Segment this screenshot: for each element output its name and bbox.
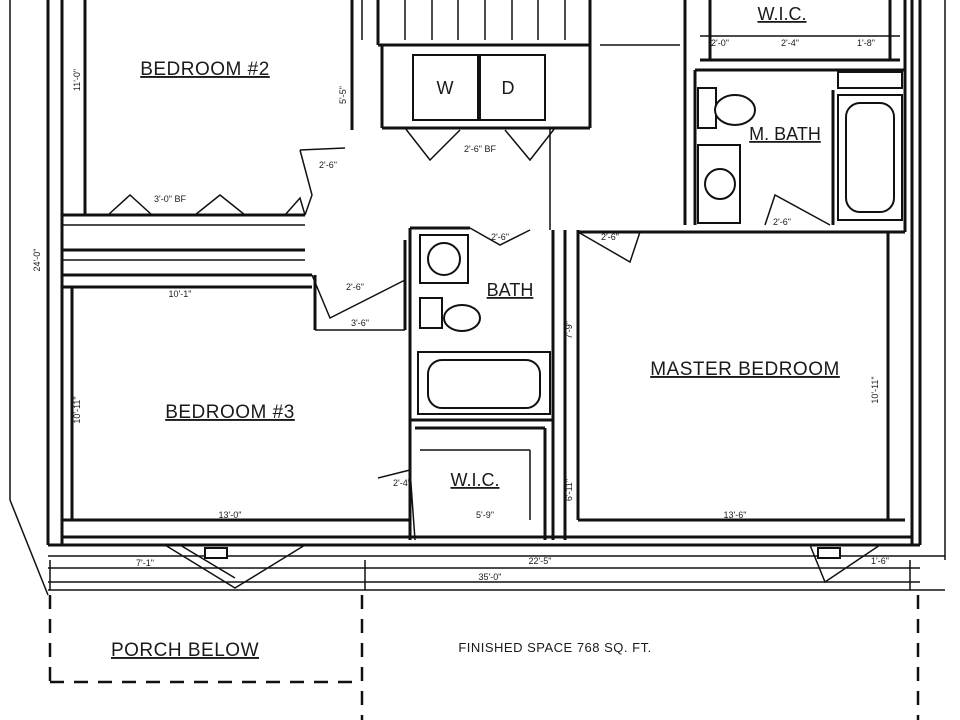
wic-top: W.I.C. 2'-0" 2'-4" 1'-8" — [700, 0, 900, 62]
dim-right-side: 10'-11" — [870, 376, 880, 403]
dim-master-depth: 7'-9" — [564, 321, 574, 339]
exterior-walls — [9, 0, 946, 596]
dim-laundry-door: 2'-6" BF — [464, 144, 496, 154]
m-toilet-tank — [697, 87, 717, 129]
dim-bed2-side: 11'-0" — [72, 69, 82, 91]
bedroom-2-label: BEDROOM #2 — [140, 59, 270, 80]
dim-bed3-bottom: 13'-0" — [219, 510, 242, 520]
laundry-area: W D 2'-6" BF 5'-5" — [338, 0, 680, 162]
dim-door-a: 2'-6" — [319, 160, 337, 170]
toilet-tank — [419, 297, 443, 329]
dim-left-side: 24'-0" — [32, 249, 42, 272]
dim-door-e: 2'-6" — [773, 217, 791, 227]
dim-wic-top-c: 1'-8" — [857, 38, 875, 48]
dim-door-wic: 2'-4" — [393, 478, 411, 488]
dim-bed3-width: 10'-1" — [169, 289, 192, 299]
dim-wic-side: 6'-11" — [564, 479, 574, 501]
dim-door-d: 2'-6" — [601, 232, 619, 242]
porch-below: PORCH BELOW — [48, 595, 920, 720]
dryer-label: D — [502, 78, 515, 98]
finished-space-note: FINISHED SPACE 768 SQ. FT. — [458, 640, 651, 655]
windows — [164, 544, 881, 589]
wic-top-label: W.I.C. — [758, 4, 807, 24]
dim-laundry-side: 5'-5" — [338, 86, 348, 104]
dim-closet-door: 3'-0" BF — [154, 194, 186, 204]
bedroom-3-label: BEDROOM #3 — [165, 402, 295, 423]
dim-overall: 35'-0" — [479, 572, 502, 582]
wic-bottom-label: W.I.C. — [451, 470, 500, 490]
wic-bottom: W.I.C. 2'-4" 5'-9" 6'-11" — [377, 426, 574, 541]
dim-wic-bottom: 5'-9" — [476, 510, 494, 520]
bedroom-2: BEDROOM #2 3'-0" BF 11'-0" — [62, 0, 312, 277]
toilet-bowl — [443, 304, 481, 332]
dim-front-7: 7'-1" — [136, 558, 154, 568]
dim-wic-top-a: 2'-0" — [711, 38, 729, 48]
dim-master-width: 13'-6" — [724, 510, 747, 520]
master-bedroom-label: MASTER BEDROOM — [650, 359, 840, 380]
bath-label: BATH — [487, 280, 534, 300]
washer — [412, 54, 479, 121]
m-toilet-bowl — [714, 94, 756, 126]
dim-door-b: 2'-6" — [346, 282, 364, 292]
porch-label: PORCH BELOW — [111, 640, 259, 661]
dim-door-c: 2'-6" — [491, 232, 509, 242]
hallway: 2'-6" 2'-6" 3'-6" — [299, 128, 551, 331]
dim-bed3-depth: 10'-11" — [72, 396, 82, 423]
master-bath: M. BATH 2'-6" — [683, 0, 907, 232]
dryer — [479, 54, 546, 121]
hall-bath: BATH 2'-6" — [408, 226, 555, 540]
washer-label: W — [437, 78, 454, 98]
bedroom-3: BEDROOM #3 10'-1" 13'-0" 10'-11" 24'-0" — [32, 249, 410, 522]
dim-wic-top-b: 2'-4" — [781, 38, 799, 48]
dim-hall: 3'-6" — [351, 318, 369, 328]
master-bedroom: MASTER BEDROOM 2'-6" 13'-6" 7'-9" 10'-11… — [563, 230, 905, 540]
dim-front-right: 1'-6" — [871, 556, 889, 566]
dim-front-22: 22'-5" — [529, 556, 552, 566]
master-bath-label: M. BATH — [749, 124, 821, 144]
